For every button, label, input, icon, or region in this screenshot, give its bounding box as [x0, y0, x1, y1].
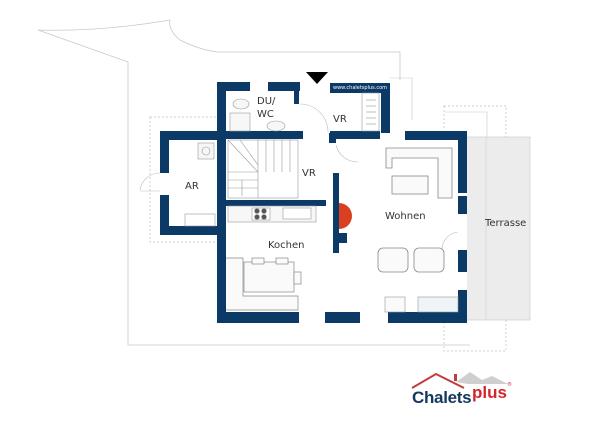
entrance-arrow-icon — [306, 72, 328, 84]
sofa — [385, 147, 453, 199]
site-outline — [37, 19, 470, 346]
room-label-du-wc-1: DU/ — [257, 96, 276, 107]
room-label-wohnen: Wohnen — [385, 211, 426, 222]
bathroom-fixtures — [229, 98, 286, 132]
room-label-vr-top: VR — [333, 114, 347, 125]
kitchen-counter — [227, 205, 317, 223]
room-label-terrasse: Terrasse — [485, 218, 527, 229]
logo-text-chalets: Chalets — [412, 388, 472, 407]
logo-text-plus: plus — [472, 383, 507, 402]
roof-mountain-icon — [411, 372, 508, 389]
terrace-area — [457, 136, 531, 321]
watermark-url: www.chaletsplus.com — [333, 85, 388, 91]
room-label-kochen: Kochen — [268, 240, 305, 251]
dining-table — [226, 257, 302, 311]
stove-icon — [339, 203, 352, 229]
armchairs — [377, 247, 445, 273]
room-label-vr-mid: VR — [302, 168, 316, 179]
chaletsplus-logo: Chalets plus ® — [408, 368, 518, 412]
room-label-du-wc-2: WC — [257, 109, 274, 120]
room-label-ar: AR — [185, 181, 199, 192]
staircase — [227, 139, 299, 199]
registered-mark: ® — [507, 382, 512, 388]
